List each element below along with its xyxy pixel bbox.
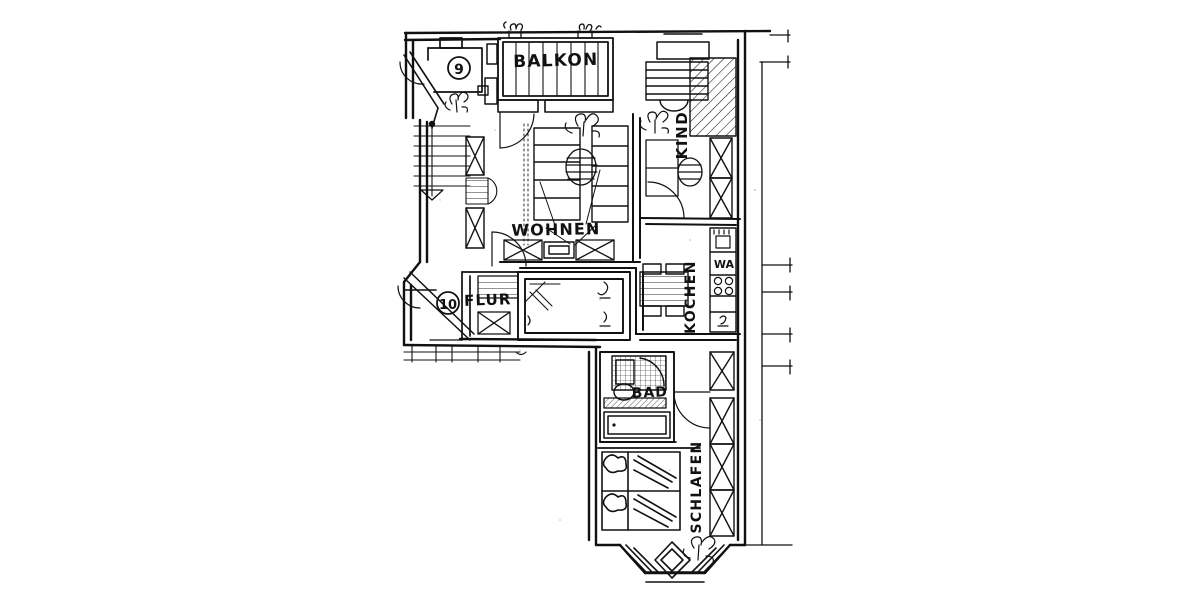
balkon-area <box>484 21 614 149</box>
door-bad <box>673 391 711 429</box>
round-table-living <box>565 148 598 186</box>
potted-plant-entry <box>444 91 469 113</box>
flur-area <box>397 271 631 363</box>
kochen-area <box>635 227 741 341</box>
round-table-kind <box>677 157 703 187</box>
room-label-bad: BAD <box>632 384 669 401</box>
marker-circles <box>436 56 471 315</box>
stair-block-upper <box>399 37 489 129</box>
potted-plant-kind <box>639 110 669 134</box>
washbasin <box>603 397 667 409</box>
sink <box>713 229 730 235</box>
wardrobe-kind-hatched <box>689 57 737 137</box>
wall-cabinets-left <box>465 136 485 249</box>
balcony-planters <box>503 21 602 39</box>
kind-area <box>639 33 741 226</box>
shelving-living <box>533 125 629 223</box>
schlafen-area <box>597 397 735 583</box>
room-label-schlafen: SCHLAFEN <box>689 440 705 533</box>
oven <box>715 235 731 249</box>
staircase <box>413 120 471 201</box>
room-label-balkon: BALKON <box>513 50 599 72</box>
sofa <box>543 241 575 259</box>
door-wohnen-flur <box>491 231 527 267</box>
cooktop-four-burner <box>713 276 734 296</box>
kitchen-counter <box>709 227 737 333</box>
bad-area <box>599 351 735 443</box>
marker-10-label: 10 <box>439 298 457 313</box>
wohnen-area <box>491 113 642 270</box>
radiator <box>465 177 498 205</box>
bay-window-planter <box>619 541 731 583</box>
marker-9-label: 9 <box>454 62 464 78</box>
room-label-kind: KIND <box>673 111 691 160</box>
potted-plant-living <box>564 113 600 138</box>
double-bed <box>601 451 681 531</box>
paper-speckle <box>439 109 761 521</box>
room-label-wohnen: WOHNEN <box>511 219 600 240</box>
washing-machine-label: WA <box>714 258 735 271</box>
room-label-flur: FLUR <box>464 290 512 310</box>
room-label-kochen: KOCHEN <box>683 260 699 334</box>
balcony-door <box>499 112 535 149</box>
dimension-marks <box>744 29 793 546</box>
